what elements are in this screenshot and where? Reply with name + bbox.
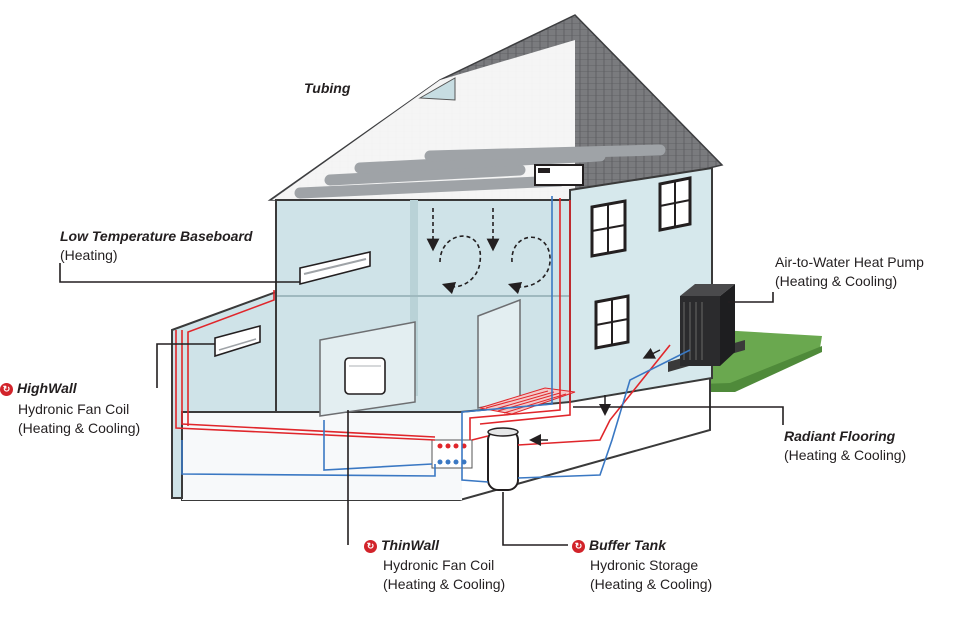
buffer-title-text: Buffer Tank xyxy=(589,537,667,553)
highwall-unit xyxy=(214,324,261,358)
heat-pump-mode: (Heating & Cooling) xyxy=(775,273,898,289)
thinwall-mode: (Heating & Cooling) xyxy=(383,576,506,592)
brand-swirl-icon: ↻ xyxy=(0,383,13,396)
brand-swirl-icon: ↻ xyxy=(364,540,377,553)
highwall-mode: (Heating & Cooling) xyxy=(18,420,141,436)
buffer-type: Hydronic Storage xyxy=(590,557,699,573)
return-piping xyxy=(181,196,691,483)
highwall-title: ↻ HighWall xyxy=(0,380,77,397)
manifold xyxy=(431,439,473,469)
highwall-type: Hydronic Fan Coil xyxy=(18,401,130,417)
airflow-arrows xyxy=(426,208,551,295)
radiant-mode: (Heating & Cooling) xyxy=(784,447,907,463)
buffer-tank xyxy=(487,427,519,491)
leader-lines xyxy=(59,263,784,546)
thinwall-title-text: ThinWall xyxy=(381,537,440,553)
roof-vent xyxy=(418,77,456,101)
baseboard-mode: (Heating) xyxy=(60,247,118,263)
radiant-title: Radiant Flooring xyxy=(784,428,896,444)
thinwall-title: ↻ ThinWall xyxy=(364,537,439,554)
heat-pump-unit xyxy=(668,284,745,372)
attic-ducts xyxy=(294,144,666,199)
tubing-label: Tubing xyxy=(304,80,351,96)
heat-pump-title: Air-to-Water Heat Pump xyxy=(775,254,924,270)
thinwall-type: Hydronic Fan Coil xyxy=(383,557,495,573)
baseboard-unit xyxy=(299,250,371,286)
buffer-title: ↻ Buffer Tank xyxy=(572,537,666,554)
thinwall-unit xyxy=(344,357,386,395)
brand-swirl-icon: ↻ xyxy=(572,540,585,553)
highwall-title-text: HighWall xyxy=(17,380,77,396)
partition-wall-right xyxy=(477,298,521,409)
baseboard-title: Low Temperature Baseboard xyxy=(60,228,253,244)
buffer-mode: (Heating & Cooling) xyxy=(590,576,713,592)
